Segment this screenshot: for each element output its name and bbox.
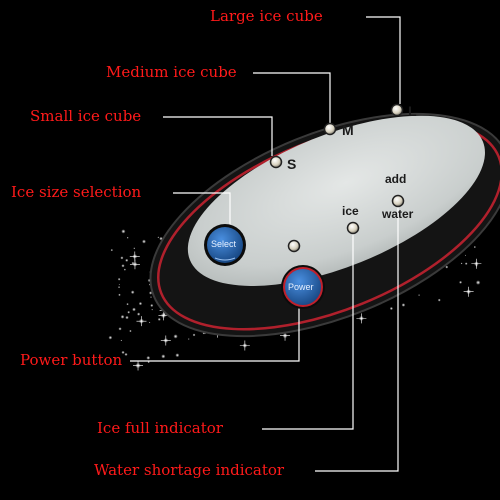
sparkle [464, 262, 468, 265]
label-power-button: Power button [20, 351, 123, 369]
sparkle [146, 355, 151, 360]
sparkle-star [136, 316, 147, 327]
label-ice-full-indicator: Ice full indicator [97, 419, 223, 437]
panel-label-s: S [287, 156, 297, 172]
label-ice-size-selection: Ice size selection [11, 183, 142, 201]
panel-body [149, 112, 500, 338]
sparkle [473, 245, 476, 249]
label-large-ice-cube: Large ice cube [210, 7, 323, 25]
sparkle [437, 298, 441, 302]
label-water-shortage-indicator: Water shortage indicator [94, 461, 285, 479]
sparkle [187, 338, 190, 340]
sparkle [418, 294, 420, 297]
ice-full-led [346, 221, 360, 235]
sparkle [126, 236, 129, 239]
sparkle [161, 354, 166, 359]
sparkle [148, 321, 151, 324]
panel-face [187, 115, 485, 286]
small-ice-led [269, 155, 283, 169]
sparkle [175, 353, 180, 358]
sparkle-star [356, 313, 367, 324]
sparkle [121, 229, 126, 234]
leader-lines [130, 16, 401, 472]
label-small-ice-cube: Small ice cube [30, 107, 142, 125]
sparkle [108, 335, 113, 340]
sparkle [133, 247, 136, 250]
panel-label-add: add [385, 172, 407, 186]
add-water-led [391, 194, 405, 208]
sparkle [138, 301, 143, 306]
sparkle [130, 290, 135, 295]
sparkle [120, 256, 124, 260]
medium-ice-led [323, 122, 337, 136]
sparkle [125, 315, 129, 320]
sparkle [127, 310, 131, 314]
sparkle [123, 268, 126, 271]
sparkle [118, 327, 122, 331]
sparkle [125, 258, 129, 262]
sparkle-star [133, 360, 144, 371]
power-button-label: Power [288, 282, 314, 292]
sparkle [120, 314, 125, 319]
power-button[interactable] [281, 265, 325, 309]
large-ice-led [390, 103, 404, 117]
sparkle [118, 283, 120, 286]
sparkle [120, 339, 123, 342]
sparkle [475, 264, 478, 267]
sparkle [142, 239, 146, 244]
sparkle [151, 308, 153, 311]
sparkle-star [463, 286, 474, 297]
sparkle [459, 280, 463, 284]
sparkle [445, 265, 449, 269]
panel-label-ice: ice [342, 204, 359, 218]
status-led [287, 239, 301, 253]
sparkle-star [471, 258, 482, 269]
sparkle [192, 333, 196, 337]
sparkle-star [160, 335, 171, 346]
panel-label-l: L [408, 103, 417, 119]
sparkle-star [129, 259, 140, 270]
sparkle [389, 306, 393, 311]
sparkle [129, 329, 132, 333]
panel-label-water: water [382, 207, 414, 221]
sparkle [121, 350, 125, 354]
sparkle [460, 262, 463, 265]
sparkle [173, 334, 178, 339]
sparkle [132, 307, 136, 312]
sparkle [117, 277, 121, 281]
sparkle [150, 296, 152, 299]
sparkle [136, 312, 141, 316]
sparkle [464, 254, 467, 256]
label-medium-ice-cube: Medium ice cube [106, 63, 237, 81]
select-button[interactable] [204, 224, 246, 266]
sparkle [157, 317, 161, 321]
sparkle [126, 302, 129, 306]
sparkle [157, 236, 160, 239]
sparkle [118, 293, 121, 297]
sparkle [117, 286, 121, 289]
sparkle [121, 264, 125, 268]
sparkle-star [239, 340, 250, 351]
sparkle [401, 303, 406, 307]
sparkle [110, 248, 114, 252]
panel-label-m: M [342, 122, 354, 138]
sparkle [475, 280, 481, 285]
sparkle [150, 303, 154, 308]
sparkle [124, 352, 128, 356]
select-button-label: Select [211, 239, 237, 249]
